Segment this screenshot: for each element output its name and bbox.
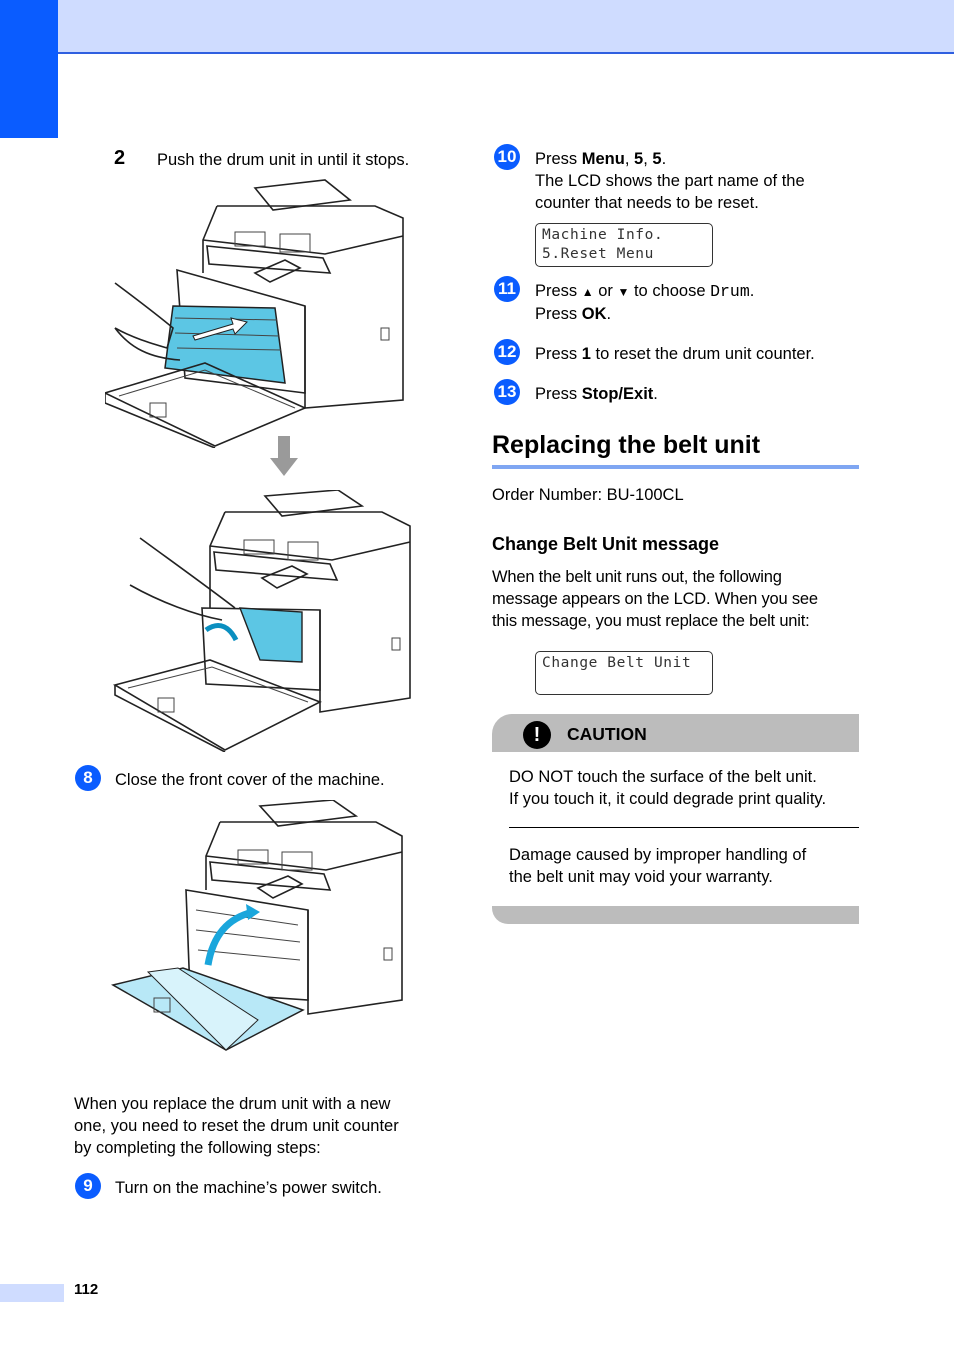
step-13-text: Press Stop/Exit. (535, 385, 658, 403)
up-arrow-icon: ▲ (581, 285, 594, 299)
caution-footer (492, 906, 859, 924)
step-11-badge: 11 (494, 276, 520, 302)
section-title: Replacing the belt unit (492, 431, 761, 459)
page-number: 112 (74, 1281, 99, 1298)
down-arrow-key-icon: ▼ (617, 285, 630, 299)
step-10-badge: 10 (494, 144, 520, 170)
message-paragraph: When the belt unit runs out, the followi… (492, 568, 818, 630)
step-8-badge: 8 (75, 765, 101, 791)
drum-insert-illustration (105, 179, 404, 448)
step-12-badge: 12 (494, 339, 520, 365)
step-9-badge: 9 (75, 1173, 101, 1199)
subsection-title: Change Belt Unit message (492, 534, 720, 554)
step-9-text: Turn on the machine’s power switch. (115, 1179, 382, 1197)
chapter-tab (0, 0, 58, 138)
step-12-text: Press 1 to reset the drum unit counter. (535, 345, 815, 363)
footer-bar (0, 1284, 64, 1302)
drum-locked-illustration (112, 490, 411, 752)
close-cover-illustration (110, 800, 403, 1051)
step-2-number: 2 (114, 147, 126, 169)
caution-label: CAUTION (567, 724, 647, 744)
section-rule (492, 465, 859, 469)
caution-paragraph-1: DO NOT touch the surface of the belt uni… (509, 768, 827, 808)
step-10-text: Press Menu, 5, 5. The LCD shows the part… (535, 150, 805, 212)
step-11-text: Press ▲ or ▼ to choose Drum. Press OK. (535, 282, 755, 323)
caution-header (492, 714, 859, 752)
step-8-text: Close the front cover of the machine. (115, 771, 385, 789)
down-arrow-icon (270, 436, 298, 476)
lcd-display-change-belt: Change Belt Unit (535, 651, 713, 695)
caution-paragraph-2: Damage caused by improper handling of th… (509, 846, 807, 886)
caution-divider (509, 827, 859, 828)
header-bar (58, 0, 954, 54)
exclamation-icon: ! (523, 721, 551, 749)
lcd-display-reset-menu: Machine Info. 5.Reset Menu (535, 223, 713, 267)
step-2-text: Push the drum unit in until it stops. (157, 151, 410, 169)
order-number: Order Number: BU-100CL (492, 486, 684, 504)
step-13-badge: 13 (494, 379, 520, 405)
intro-paragraph: When you replace the drum unit with a ne… (74, 1095, 399, 1157)
